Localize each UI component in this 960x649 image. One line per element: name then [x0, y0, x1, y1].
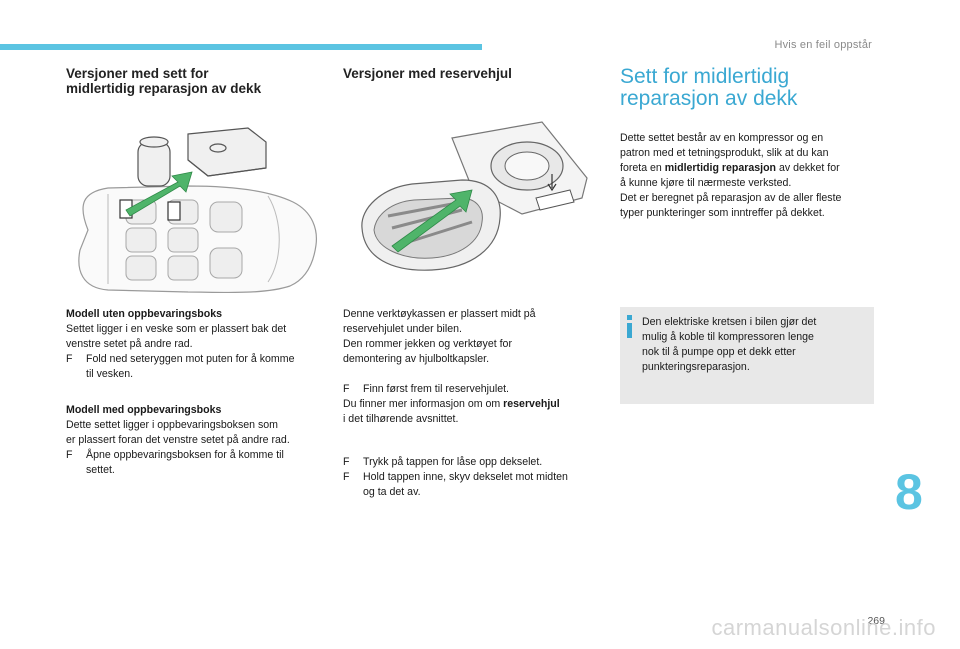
paragraph-line: Settet ligger i en veske som er plassert…: [66, 323, 287, 335]
paragraph-line: patron med et tetningsprodukt, slik at d…: [620, 147, 829, 159]
running-head: Hvis en feil oppstår: [774, 39, 872, 51]
paragraph-line: Denne verktøykassen er plassert midt på: [343, 308, 536, 320]
page-title: Sett for midlertidig reparasjon av dekk: [620, 65, 798, 110]
model-with-box: Modell med oppbevaringsboks Dette settet…: [66, 403, 328, 478]
subheading-without-box: Modell uten oppbevaringsboks: [66, 308, 222, 320]
paragraph-line: Dette settet består av en kompressor og …: [620, 132, 824, 144]
repair-kit-description: Dette settet består av en kompressor og …: [620, 131, 874, 221]
bullet-symbol: F: [343, 456, 350, 468]
watermark: carmanualsonline.info: [711, 615, 936, 640]
paragraph-line: demontering av hjulboltkapsler.: [343, 353, 490, 365]
column-repair-kit-intro: Sett for midlertidig reparasjon av dekk: [620, 66, 874, 110]
heading-line-1: Versjoner med sett for: [66, 66, 209, 81]
paragraph-line: å kunne kjøre til nærmeste verksted.: [620, 177, 792, 189]
emphasis: midlertidig reparasjon: [664, 162, 777, 174]
column-tyre-repair-kit-versions: Versjoner med sett for midlertidig repar…: [66, 66, 328, 96]
header-accent-bar: [0, 44, 482, 50]
model-without-box: Modell uten oppbevaringsboks Settet ligg…: [66, 307, 328, 382]
chapter-number: 8: [895, 464, 923, 520]
paragraph-line: venstre setet på andre rad.: [66, 338, 193, 350]
bullet-symbol: F: [66, 449, 73, 461]
page-number: 269: [867, 615, 885, 627]
spare-wheel-toolbox-illustration: [361, 121, 588, 271]
column-spare-wheel-versions: Versjoner med reservehjul: [343, 66, 605, 81]
bullet-symbol: F: [343, 471, 350, 483]
paragraph-line: Det er beregnet på reparasjon av de alle…: [620, 192, 842, 204]
paragraph-line: Den rommer jekken og verktøyet for: [343, 338, 512, 350]
paragraph-line: reservehjulet under bilen.: [343, 323, 462, 335]
paragraph-line: er plassert foran det venstre setet på a…: [66, 434, 290, 446]
section-heading: Versjoner med reservehjul: [343, 66, 512, 81]
paragraph-line: i det tilhørende avsnittet.: [343, 413, 459, 425]
paragraph-line: typer punkteringer som inntreffer på dek…: [620, 207, 825, 219]
heading-line-2: midlertidig reparasjon av dekk: [66, 81, 262, 96]
paragraph-line: Dette settet ligger i oppbevaringsboksen…: [66, 419, 278, 431]
info-box: Den elektriske kretsen i bilen gjør det …: [620, 307, 874, 404]
bullet-symbol: F: [66, 353, 73, 365]
info-text: Den elektriske kretsen i bilen gjør det …: [642, 316, 817, 373]
toolbox-description: Denne verktøykassen er plassert midt på …: [343, 307, 605, 367]
paragraph-line: Du finner mer informasjon om om reserveh…: [343, 398, 560, 410]
info-icon: [627, 315, 632, 338]
section-heading: Versjoner med sett for midlertidig repar…: [66, 66, 328, 96]
subheading-with-box: Modell med oppbevaringsboks: [66, 404, 222, 416]
bullet-symbol: F: [343, 383, 350, 395]
cross-reference: reservehjul: [503, 398, 560, 410]
car-topview-illustration: [78, 127, 318, 294]
paragraph-line: foreta en midlertidig reparasjon av dekk…: [620, 162, 840, 174]
